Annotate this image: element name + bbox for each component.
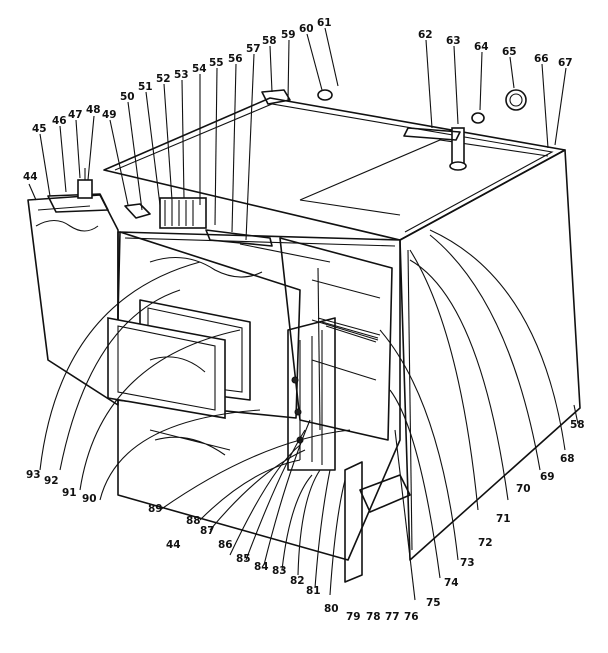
- callout-47: 47: [68, 109, 83, 121]
- right-side-panel: [399, 149, 581, 561]
- top-leader-ticks: [28, 27, 579, 425]
- callout-51: 51: [138, 81, 153, 93]
- left-side-panel: [27, 194, 119, 406]
- door-glass-insert: [107, 317, 226, 419]
- callout-86: 86: [218, 539, 233, 551]
- callout-67: 67: [558, 57, 573, 69]
- callout-79: 79: [346, 611, 361, 623]
- callout-46: 46: [52, 115, 67, 127]
- callout-69: 69: [540, 471, 555, 483]
- callout-58-right: 58: [570, 419, 585, 431]
- callout-44-top: 44: [23, 171, 38, 183]
- callout-81: 81: [306, 585, 321, 597]
- callout-70: 70: [516, 483, 531, 495]
- bar-62: [403, 127, 461, 141]
- control-panel-assembly: [287, 317, 336, 471]
- callout-72: 72: [478, 537, 493, 549]
- lower-drawer-front: [149, 429, 231, 456]
- callout-45: 45: [32, 123, 47, 135]
- plug-64: [471, 112, 485, 124]
- callout-80: 80: [324, 603, 339, 615]
- callout-57: 57: [246, 43, 261, 55]
- callout-labels: 44 45 46 47 48 49 50 51 52 53 54 55 56 5…: [23, 17, 585, 623]
- ring-65: [505, 89, 527, 111]
- callout-53: 53: [174, 69, 189, 81]
- callout-44-bottom: 44: [166, 539, 181, 551]
- callout-85: 85: [236, 553, 251, 565]
- inner-bracket: [124, 203, 151, 219]
- callout-65: 65: [502, 46, 517, 58]
- callout-90: 90: [82, 493, 97, 505]
- callout-48: 48: [86, 104, 101, 116]
- callout-77: 77: [385, 611, 400, 623]
- callout-92: 92: [44, 475, 59, 487]
- callout-89: 89: [148, 503, 163, 515]
- callout-54: 54: [192, 63, 207, 75]
- switch-dot: [291, 376, 299, 384]
- callout-73: 73: [460, 557, 475, 569]
- oven-cavity: [279, 237, 393, 441]
- top-cap-60: [317, 89, 333, 101]
- callout-61: 61: [317, 17, 332, 29]
- oven-rack: [317, 317, 381, 343]
- leader-lines: [39, 229, 566, 601]
- door-top-wave: [149, 257, 263, 278]
- callout-64: 64: [474, 41, 489, 53]
- side-door-strip: [344, 461, 363, 583]
- burner-assembly: [159, 197, 331, 263]
- callout-63: 63: [446, 35, 461, 47]
- drawer-slide: [359, 474, 411, 513]
- callout-82: 82: [290, 575, 305, 587]
- callout-93: 93: [26, 469, 41, 481]
- callout-78: 78: [366, 611, 381, 623]
- callout-83: 83: [272, 565, 287, 577]
- pipe-63: [449, 127, 467, 171]
- callout-62: 62: [418, 29, 433, 41]
- callout-59: 59: [281, 29, 296, 41]
- callout-68: 68: [560, 453, 575, 465]
- callout-55: 55: [209, 57, 224, 69]
- callout-58-top: 58: [262, 35, 277, 47]
- rear-strip: [261, 89, 291, 105]
- callout-60: 60: [299, 23, 314, 35]
- callout-87: 87: [200, 525, 215, 537]
- callout-74: 74: [444, 577, 459, 589]
- callout-71: 71: [496, 513, 511, 525]
- control-knob-left: [77, 179, 93, 199]
- callout-49: 49: [102, 109, 117, 121]
- callout-76: 76: [404, 611, 419, 623]
- callout-84: 84: [254, 561, 269, 573]
- callout-66: 66: [534, 53, 549, 65]
- callout-50: 50: [120, 91, 135, 103]
- left-trim-wave: [35, 219, 99, 232]
- callout-52: 52: [156, 73, 171, 85]
- callout-88: 88: [186, 515, 201, 527]
- callout-91: 91: [62, 487, 77, 499]
- callout-56: 56: [228, 53, 243, 65]
- callout-75: 75: [426, 597, 441, 609]
- cabinet-front-frame: [117, 231, 401, 561]
